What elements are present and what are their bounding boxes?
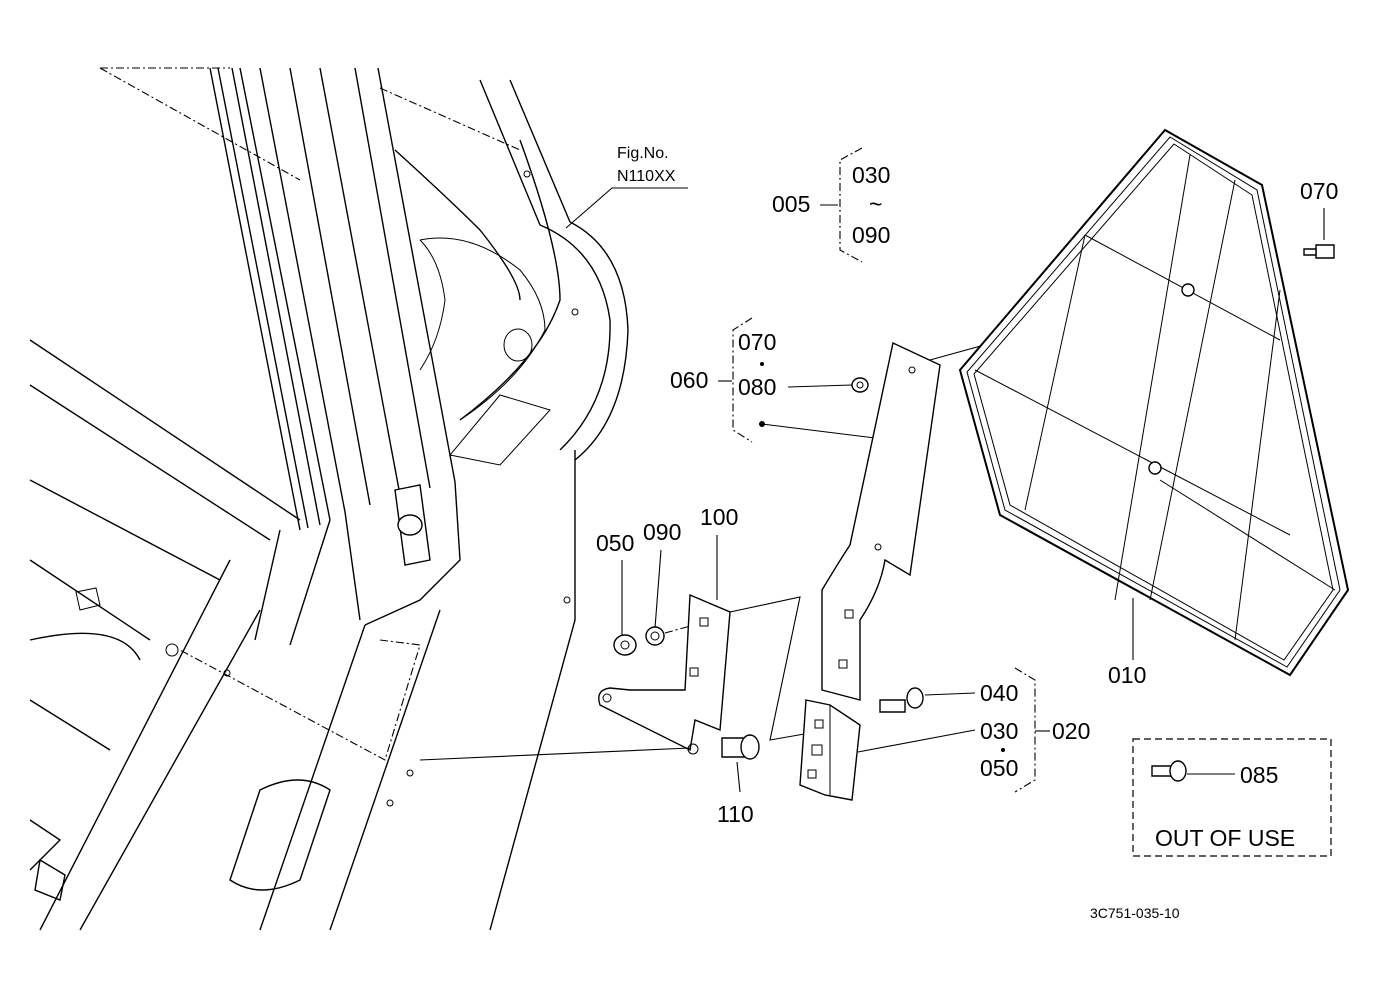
label-070-right: 070 <box>1300 178 1338 204</box>
label-030: 030 <box>980 718 1018 744</box>
label-050-right: 050 <box>980 755 1018 781</box>
label-005-tilde: ~ <box>869 191 882 217</box>
group-005: 005 030 ~ 090 <box>772 147 890 263</box>
label-110: 110 <box>717 801 754 827</box>
label-020: 020 <box>1052 718 1090 744</box>
group-060: 060 070 080 <box>670 317 876 443</box>
bracket-020 <box>1014 667 1036 793</box>
figure-reference-line1: Fig.No. <box>617 145 669 162</box>
label-005: 005 <box>772 191 810 217</box>
label-100: 100 <box>700 504 738 530</box>
label-040: 040 <box>980 680 1018 706</box>
figure-reference-leader <box>565 187 688 229</box>
label-005-from: 030 <box>852 162 890 188</box>
label-085: 085 <box>1240 762 1278 788</box>
washer-090 <box>645 626 665 646</box>
label-090: 090 <box>643 519 681 545</box>
label-005-to: 090 <box>852 222 890 248</box>
drawing-number: 3C751-035-10 <box>1090 905 1180 921</box>
mirror-010: 010 <box>958 128 1350 688</box>
nut-080 <box>851 377 869 393</box>
group-020: 040 030 050 020 <box>799 667 1090 801</box>
label-060-a: 070 <box>738 329 776 355</box>
label-060: 060 <box>670 367 708 393</box>
figure-reference: Fig.No. N110XX <box>565 145 688 229</box>
bracket-060 <box>732 317 753 443</box>
label-010: 010 <box>1108 662 1146 688</box>
out-of-use-box: 085 OUT OF USE <box>1132 738 1332 857</box>
label-050-left: 050 <box>596 530 634 556</box>
cab-frame <box>29 67 629 931</box>
nut-050 <box>613 634 637 656</box>
bolt-070: 070 <box>1300 178 1338 259</box>
bracket-005 <box>839 147 863 263</box>
out-of-use-text: OUT OF USE <box>1155 825 1295 851</box>
group-100: 050 090 100 110 <box>419 504 811 827</box>
label-060-b: 080 <box>738 374 776 400</box>
figure-reference-line2: N110XX <box>617 168 676 185</box>
